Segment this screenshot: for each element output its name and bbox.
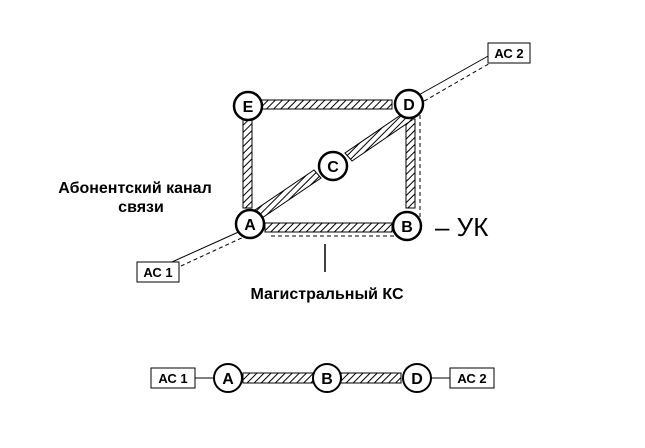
trunk-link-e-d: [259, 99, 393, 110]
svg-text:АС 1: АС 1: [158, 371, 187, 386]
svg-text:E: E: [243, 99, 254, 116]
chain-diagram: АС 1 A B D АС 2: [150, 363, 495, 393]
station-ac2: АС 2: [487, 42, 531, 64]
svg-text:АС 2: АС 2: [494, 46, 523, 61]
svg-text:B: B: [321, 371, 333, 388]
node-a: A: [234, 208, 266, 240]
chain-node-b: B: [312, 363, 342, 393]
svg-text:АС 2: АС 2: [457, 371, 486, 386]
subscriber-channel-label-line2: связи: [118, 199, 164, 216]
trunk-link-a-b: [264, 222, 393, 233]
node-d: D: [393, 88, 425, 120]
route-dashed-path: [268, 115, 421, 237]
chain-node-d: D: [402, 363, 432, 393]
trunk-link-a-c: [254, 169, 322, 219]
trunk-link-e-a: [242, 119, 253, 209]
subscriber-channel-label-line1: Абонентский канал: [58, 180, 212, 197]
svg-text:C: C: [327, 159, 339, 176]
subscriber-channel-ac1: [162, 229, 249, 273]
chain-station-ac2: АС 2: [449, 367, 495, 389]
node-e: E: [232, 90, 264, 122]
svg-text:B: B: [401, 219, 413, 236]
chain-trunk-b-d: [340, 372, 402, 384]
svg-text:A: A: [244, 217, 256, 234]
node-b: B: [391, 210, 423, 242]
chain-station-ac1: АС 1: [150, 367, 196, 389]
svg-text:D: D: [403, 97, 415, 114]
chain-node-a: A: [213, 363, 243, 393]
svg-text:A: A: [222, 371, 234, 388]
trunk-link-c-d: [344, 111, 413, 162]
subscriber-channel-ac2: [407, 54, 493, 109]
svg-text:D: D: [411, 371, 423, 388]
trunk-channel-label: Магистральный КС: [250, 286, 403, 303]
trunk-link-d-b: [405, 118, 416, 209]
svg-text:АС 1: АС 1: [143, 265, 172, 280]
station-ac1: АС 1: [136, 261, 180, 283]
chain-trunk-a-b: [242, 372, 314, 384]
node-c: C: [317, 150, 349, 182]
node-marker-label: – УК: [435, 212, 488, 242]
